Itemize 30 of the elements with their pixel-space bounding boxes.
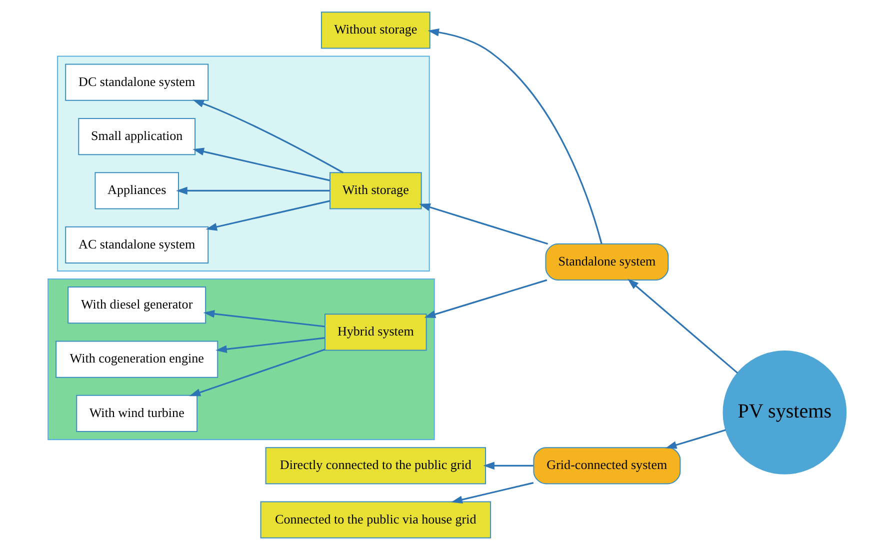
node-box: DC standalone system [64,64,208,101]
node-box: Connected to the public via house grid [260,501,491,538]
node-box: AC standalone system [64,226,208,264]
node-box: Directly connected to the public grid [264,447,486,484]
arrow [205,200,330,231]
arrow [188,348,325,396]
arrow [192,100,344,174]
node-box: With storage [329,172,422,210]
arrow [202,310,324,328]
node-box: With cogeneration engine [55,340,218,378]
node-box: Standalone system [544,243,668,281]
arrow [482,462,533,470]
node-box: Small application [78,118,196,156]
node-box: Appliances [94,172,178,210]
node-box: Grid-connected system [532,447,680,484]
arrow [418,203,548,245]
node-box: Without storage [320,12,430,49]
node-box: Hybrid system [324,314,426,351]
arrow [424,279,547,318]
arrow [192,148,330,182]
node-box: With diesel generator [67,286,206,324]
arrow [176,186,330,195]
arrow [427,28,602,244]
cluster [47,278,434,440]
arrow [664,429,726,449]
arrow [215,337,324,354]
arrow [627,278,738,374]
node-circle: PV systems [722,350,846,474]
arrow [450,482,534,504]
node-box: With wind turbine [76,394,198,432]
